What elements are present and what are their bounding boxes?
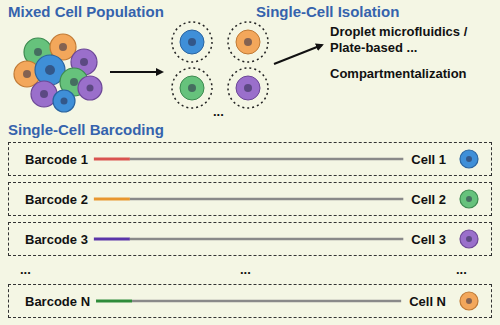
method-text: Droplet microfluidics / Plate-based ... (330, 24, 498, 56)
cell-nucleus (466, 156, 472, 162)
barcode-label: Barcode 1 (25, 152, 88, 167)
ellipsis: ... (20, 262, 31, 277)
ellipsis: ... (213, 104, 224, 119)
cell-nucleus (466, 196, 472, 202)
barcode-row: Barcode N Cell N (8, 284, 492, 318)
sequence-line (132, 300, 401, 303)
section-heading: Single-Cell Barcoding (8, 121, 164, 138)
sequence-line (130, 198, 403, 201)
cell-nucleus (466, 236, 472, 242)
ellipsis: ... (240, 262, 251, 277)
barcode-row: Barcode 1 Cell 1 (8, 142, 492, 176)
arrow (274, 45, 322, 64)
section-heading: Mixed Cell Population (8, 3, 164, 20)
arrow (110, 71, 162, 73)
cell-nucleus (466, 298, 472, 304)
barcode-label: Barcode 3 (25, 232, 88, 247)
barcode-label: Barcode N (25, 294, 90, 309)
cell-label: Cell 2 (411, 192, 446, 207)
barcode-row: Barcode 2 Cell 2 (8, 182, 492, 216)
cell-label: Cell 3 (411, 232, 446, 247)
mixed-cells (14, 34, 102, 112)
ellipsis: ... (456, 262, 467, 277)
cell-label: Cell N (409, 294, 446, 309)
barcode-segment (94, 158, 130, 161)
cell-icon (460, 190, 478, 208)
barcode-row: Barcode 3 Cell 3 (8, 222, 492, 256)
barcode-segment (94, 198, 130, 201)
method-text: Compartmentalization (330, 66, 467, 81)
barcode-segment (96, 300, 132, 303)
isolated-cells (172, 22, 268, 108)
barcode-label: Barcode 2 (25, 192, 88, 207)
sequence-line (130, 158, 403, 161)
cell-icon (460, 150, 478, 168)
cell-icon (460, 292, 478, 310)
cell-icon (460, 230, 478, 248)
cell-label: Cell 1 (411, 152, 446, 167)
barcode-segment (94, 238, 130, 241)
section-heading: Single-Cell Isolation (256, 3, 399, 20)
sequence-line (130, 238, 403, 241)
